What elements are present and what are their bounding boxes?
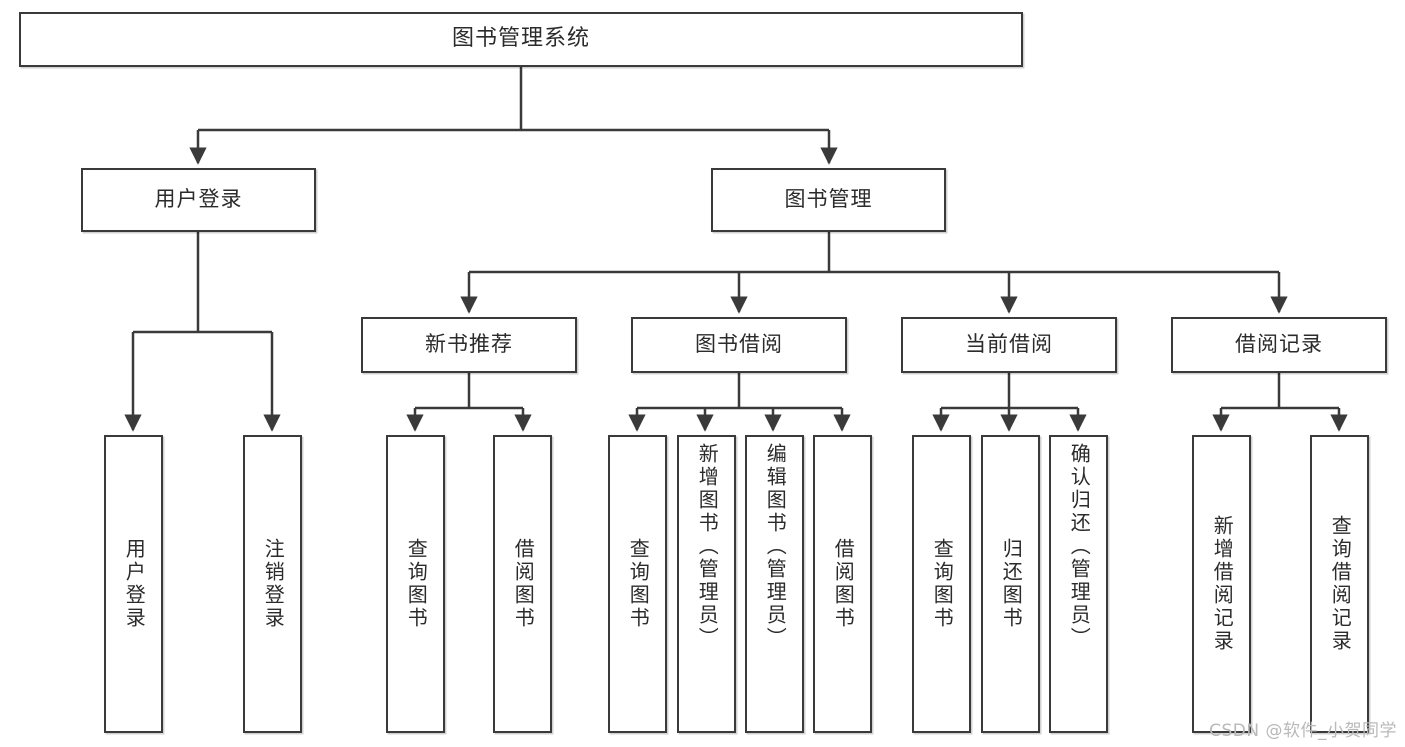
node-leaf-query-book-3-label: 查询图书	[930, 538, 955, 630]
node-leaf-query-book-2-label: 查询图书	[626, 538, 651, 630]
node-leaf-query-record-label: 查询借阅记录	[1328, 515, 1353, 653]
node-leaf-borrow-book-1-label: 借阅图书	[511, 538, 536, 630]
node-leaf-add-book[interactable]: 新增图书（管理员）	[677, 435, 736, 733]
node-borrow-record-label: 借阅记录	[1235, 332, 1323, 357]
node-leaf-query-book-1[interactable]: 查询图书	[386, 435, 445, 733]
node-user-login[interactable]: 用户登录	[81, 168, 316, 232]
node-leaf-return-book-label: 归还图书	[999, 538, 1024, 630]
node-leaf-borrow-book-1[interactable]: 借阅图书	[493, 435, 552, 733]
node-leaf-edit-book[interactable]: 编辑图书（管理员）	[745, 435, 804, 733]
node-book-borrow-label: 图书借阅	[695, 332, 783, 357]
node-leaf-borrow-book-2[interactable]: 借阅图书	[813, 435, 872, 733]
node-leaf-user-logout-label: 注销登录	[261, 538, 286, 630]
node-leaf-add-book-label: 新增图书（管理员）	[695, 443, 720, 650]
node-leaf-edit-book-label: 编辑图书（管理员）	[763, 443, 788, 650]
node-leaf-query-book-3[interactable]: 查询图书	[912, 435, 971, 733]
node-current-borrow[interactable]: 当前借阅	[901, 317, 1117, 373]
node-book-manage-label: 图书管理	[784, 187, 873, 212]
node-leaf-user-login-label: 用户登录	[122, 538, 147, 630]
node-user-login-label: 用户登录	[154, 187, 243, 212]
node-leaf-user-logout[interactable]: 注销登录	[243, 435, 302, 733]
node-leaf-add-record[interactable]: 新增借阅记录	[1192, 435, 1251, 733]
node-leaf-borrow-book-2-label: 借阅图书	[831, 538, 856, 630]
node-leaf-add-record-label: 新增借阅记录	[1210, 515, 1235, 653]
node-leaf-confirm-return[interactable]: 确认归还（管理员）	[1049, 435, 1108, 733]
node-current-borrow-label: 当前借阅	[965, 332, 1053, 357]
node-leaf-user-login[interactable]: 用户登录	[104, 435, 163, 733]
node-leaf-query-book-2[interactable]: 查询图书	[608, 435, 667, 733]
node-root[interactable]: 图书管理系统	[19, 12, 1023, 67]
node-book-borrow[interactable]: 图书借阅	[631, 317, 847, 373]
node-root-label: 图书管理系统	[451, 26, 590, 52]
node-borrow-record[interactable]: 借阅记录	[1171, 317, 1387, 373]
node-leaf-confirm-return-label: 确认归还（管理员）	[1067, 443, 1092, 650]
node-book-manage[interactable]: 图书管理	[711, 168, 946, 232]
node-leaf-return-book[interactable]: 归还图书	[981, 435, 1040, 733]
node-new-book-rec[interactable]: 新书推荐	[361, 317, 577, 373]
node-leaf-query-record[interactable]: 查询借阅记录	[1310, 435, 1369, 733]
node-leaf-query-book-1-label: 查询图书	[404, 538, 429, 630]
node-new-book-rec-label: 新书推荐	[425, 332, 513, 357]
csdn-watermark: CSDN @软件_小贺同学	[1209, 721, 1397, 741]
